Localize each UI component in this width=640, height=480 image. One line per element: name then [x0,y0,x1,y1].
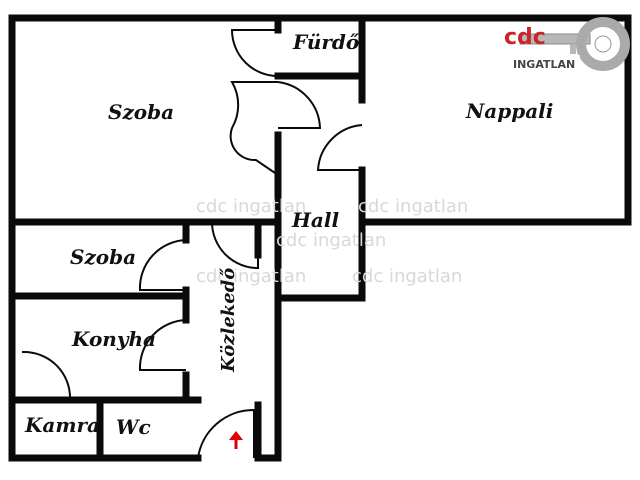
door-kamra [21,350,72,401]
door-konyha [138,319,187,371]
door-furdo [230,29,279,77]
label-nappali: Nappali [465,99,553,123]
watermark-5: cdc ingatlan [352,266,462,287]
door-entrance [197,408,255,459]
label-kozlekedo: Közlekedő [218,268,239,373]
watermarks: cdc ingatlan cdc ingatlan cdc ingatlan c… [196,196,468,287]
label-furdo: Fürdő [292,30,360,54]
watermark-2: cdc ingatlan [358,196,468,217]
label-hall: Hall [291,208,339,232]
walls [8,14,632,462]
label-szoba-small: Szoba [70,245,136,269]
watermark-1: cdc ingatlan [196,196,306,217]
label-kamra: Kamra [24,413,100,437]
logo-brand: cdc [504,25,546,50]
doors [21,29,363,459]
door-szoba-small [138,239,187,291]
logo-key-ring [576,17,630,71]
label-wc: Wc [116,415,151,439]
company-logo: cdc INGATLAN [504,17,630,71]
door-szoba-big [229,81,322,176]
logo-key-bar [519,33,591,45]
watermark-3: cdc ingatlan [276,230,386,251]
entrance-arrow-icon [229,431,243,449]
label-szoba-big: Szoba [108,100,174,124]
room-labels: Szoba Fürdő Nappali Hall Szoba Konyha Kö… [24,30,553,439]
watermark-4: cdc ingatlan [196,266,306,287]
label-konyha: Konyha [71,327,156,351]
door-hall [211,221,259,270]
logo-subtitle: INGATLAN [513,58,575,71]
door-nappali [316,124,363,171]
